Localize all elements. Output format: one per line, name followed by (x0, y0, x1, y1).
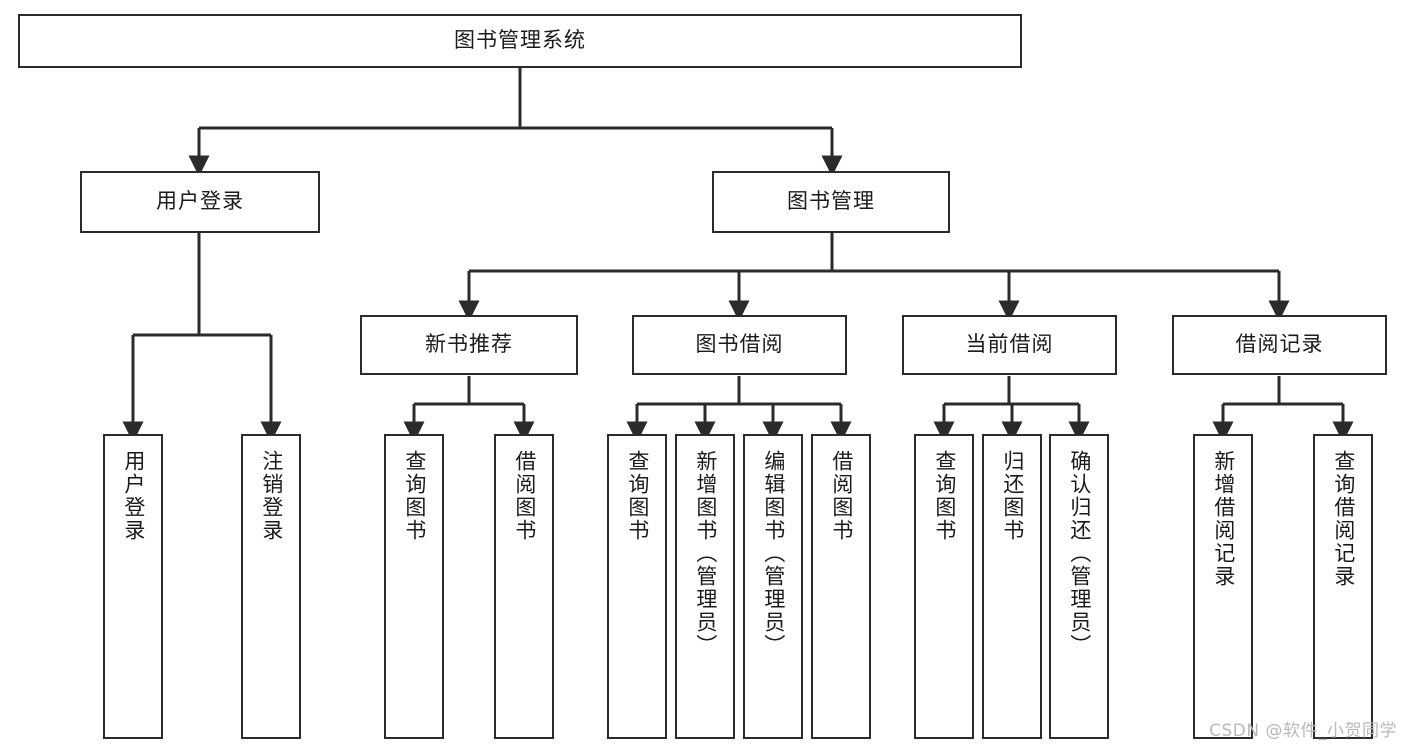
node-label: 借阅记录 (1235, 332, 1324, 357)
node-label: 确认归还（管理员） (1067, 450, 1092, 657)
node-label: 查询图书 (932, 450, 957, 542)
node-label: 图书管理系统 (454, 28, 586, 53)
leaf-add-book-admin[interactable]: 新增图书（管理员） (675, 434, 735, 739)
leaf-edit-book-admin[interactable]: 编辑图书（管理员） (743, 434, 803, 739)
node-book-borrow[interactable]: 图书借阅 (632, 315, 847, 375)
leaf-borrow-book-2[interactable]: 借阅图书 (811, 434, 871, 739)
leaf-confirm-return-admin[interactable]: 确认归还（管理员） (1049, 434, 1109, 739)
node-label: 借阅图书 (829, 450, 854, 542)
node-borrow-record[interactable]: 借阅记录 (1172, 315, 1387, 375)
watermark-text: CSDN @软件_小贺同学 (1209, 721, 1397, 741)
node-label: 注销登录 (259, 450, 284, 542)
node-root-system[interactable]: 图书管理系统 (18, 14, 1022, 68)
leaf-query-book-1[interactable]: 查询图书 (384, 434, 444, 739)
node-new-book-recommend[interactable]: 新书推荐 (360, 315, 578, 375)
node-label: 新增借阅记录 (1211, 450, 1236, 588)
node-label: 图书管理 (787, 189, 875, 214)
leaf-user-login[interactable]: 用户登录 (103, 434, 163, 739)
node-label: 查询借阅记录 (1331, 450, 1356, 588)
leaf-query-borrow-record[interactable]: 查询借阅记录 (1313, 434, 1373, 739)
leaf-query-book-3[interactable]: 查询图书 (914, 434, 974, 739)
node-label: 查询图书 (402, 450, 427, 542)
node-book-manage[interactable]: 图书管理 (712, 171, 950, 233)
leaf-borrow-book-1[interactable]: 借阅图书 (494, 434, 554, 739)
node-current-borrow[interactable]: 当前借阅 (902, 315, 1117, 375)
node-label: 新增图书（管理员） (693, 450, 718, 657)
node-label: 当前借阅 (965, 332, 1054, 357)
node-label: 编辑图书（管理员） (761, 450, 786, 657)
node-label: 图书借阅 (695, 332, 784, 357)
node-label: 新书推荐 (425, 332, 513, 357)
leaf-user-logout[interactable]: 注销登录 (241, 434, 301, 739)
leaf-query-book-2[interactable]: 查询图书 (607, 434, 667, 739)
leaf-add-borrow-record[interactable]: 新增借阅记录 (1193, 434, 1253, 739)
node-user-login[interactable]: 用户登录 (80, 171, 320, 233)
node-label: 用户登录 (121, 450, 146, 542)
node-label: 借阅图书 (512, 450, 537, 542)
node-label: 用户登录 (156, 189, 244, 214)
node-label: 归还图书 (1000, 450, 1025, 542)
node-label: 查询图书 (625, 450, 650, 542)
leaf-return-book[interactable]: 归还图书 (982, 434, 1042, 739)
